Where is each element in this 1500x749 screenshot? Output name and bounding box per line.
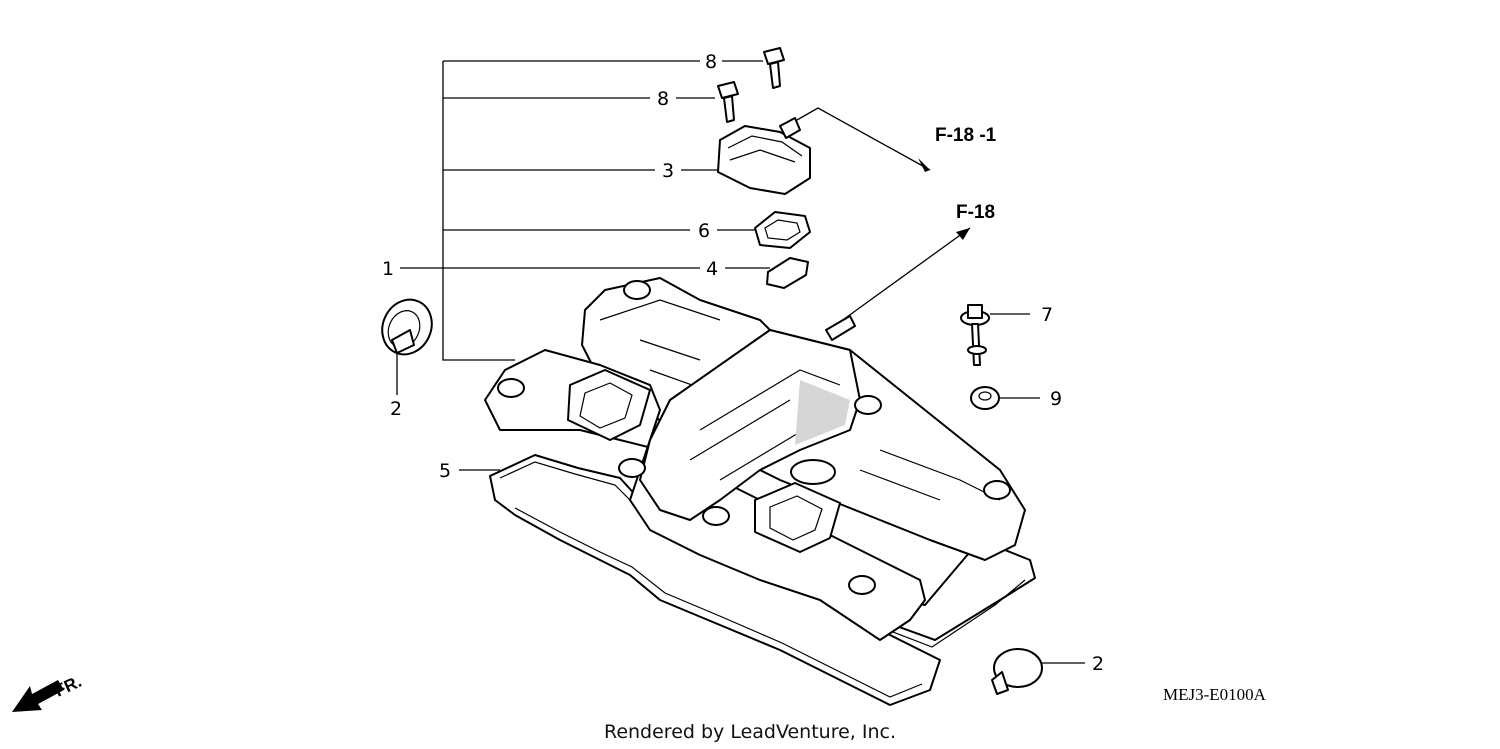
reed-valve-seal xyxy=(754,211,811,249)
callout-6: 6 xyxy=(698,220,710,242)
front-arrow-icon xyxy=(12,680,64,712)
grommet xyxy=(970,386,1000,410)
leader-lines xyxy=(396,60,1085,664)
reed-valve xyxy=(766,257,809,289)
bolt-with-washer xyxy=(960,304,990,366)
reference-f18-1[interactable]: F-18 -1 xyxy=(935,125,997,146)
front-direction-indicator: FR. xyxy=(12,672,85,712)
diagram-code: MEJ3-E0100A xyxy=(1163,685,1267,704)
callout-4: 4 xyxy=(706,258,718,280)
callout-8-middle: 8 xyxy=(657,88,669,110)
cap-left xyxy=(381,298,433,356)
callout-5: 5 xyxy=(439,460,451,482)
callout-3: 3 xyxy=(662,160,674,182)
callout-2-right: 2 xyxy=(1092,653,1104,675)
cylinder-head-cover xyxy=(484,277,1026,641)
callout-labels: 8 8 3 6 4 1 2 5 7 9 2 xyxy=(382,51,1104,675)
bolt-middle xyxy=(717,81,739,123)
callout-9: 9 xyxy=(1050,388,1062,410)
reference-f18[interactable]: F-18 xyxy=(956,202,995,223)
cap-right xyxy=(991,648,1043,695)
front-label: FR. xyxy=(52,672,85,701)
callout-1: 1 xyxy=(382,258,394,280)
reed-valve-cover xyxy=(717,117,811,195)
rendered-by-credit: Rendered by LeadVenture, Inc. xyxy=(604,721,896,743)
bolt-top xyxy=(763,47,785,89)
callout-2-left: 2 xyxy=(390,398,402,420)
callout-7: 7 xyxy=(1041,304,1053,326)
callout-8-top: 8 xyxy=(705,51,717,73)
